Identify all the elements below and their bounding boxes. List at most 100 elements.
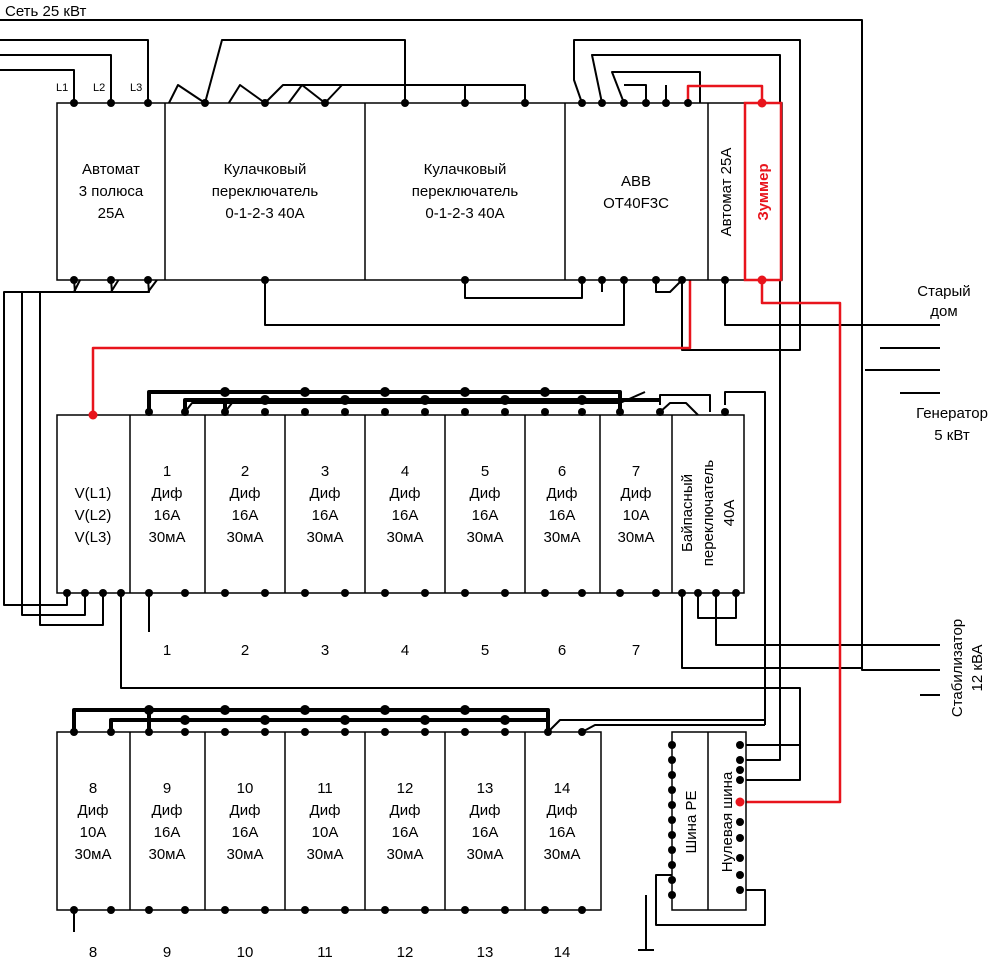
rcbo-6-amp: 16A [549,507,576,524]
terminal [421,408,429,416]
rcbo-10-type: Диф [230,802,261,819]
terminal [70,906,78,914]
out-14: 14 [554,944,571,961]
terminal-red [757,275,767,285]
terminal [381,906,389,914]
bus-joint [500,715,510,725]
rcbo-11-ma: 30мА [306,846,343,863]
terminal [181,589,189,597]
rcbo-13-ma: 30мА [466,846,503,863]
terminal [421,906,429,914]
terminal [181,906,189,914]
terminal [70,728,78,736]
bus-joint [460,705,470,715]
terminal [598,99,606,107]
buzzer-box [743,101,783,282]
terminal [201,99,209,107]
generator-label-1: Генератор [916,405,988,422]
terminal [541,589,549,597]
rcbo-13-amp: 16A [472,824,499,841]
wire-buzzer-neutral [740,280,842,804]
bus-joint [420,395,430,405]
wire-bypass-loop [697,593,737,619]
wire-stab-1 [715,593,940,646]
abb-label-2: OT40F3C [603,195,669,212]
terminal [117,589,125,597]
n-terminal [736,766,744,774]
terminal [341,906,349,914]
rcbo-13-num: 13 [477,780,494,797]
buzzer-wiring [91,84,842,804]
terminal [70,99,78,107]
bus-joint [380,387,390,397]
n-terminal-red [735,797,745,807]
wire-l1-in [0,69,75,103]
pe-terminal [668,771,676,779]
terminal [501,728,509,736]
terminal [461,906,469,914]
terminal [341,728,349,736]
rcbo-2-amp: 16A [232,507,259,524]
rcbo-11-amp: 10A [312,824,339,841]
terminal [107,728,115,736]
terminal [721,276,729,284]
wire-buzzer-volt [91,280,692,415]
n-terminal [736,886,744,894]
terminal [578,99,586,107]
wire-abb-top-a [573,39,801,351]
n-terminal [736,776,744,784]
row1-panel: V(L1) V(L2) V(L3) 1 Диф 16A 30мА 2 Диф 1… [56,414,745,659]
rcbo-11-num: 11 [317,780,333,797]
terminal [461,99,469,107]
rcbo-3-num: 3 [321,463,329,480]
terminal [616,589,624,597]
cam2-label-2: переключатель [412,183,519,200]
row2-panel: 8 Диф 10A 30мА 9 Диф 16A 30мА 10 Диф 16A… [56,731,602,961]
terminal [107,99,115,107]
pe-terminal [668,861,676,869]
pe-terminal [668,846,676,854]
terminal [261,408,269,416]
terminal [181,408,189,416]
terminal [221,408,229,416]
terminal [81,589,89,597]
terminal [145,906,153,914]
terminal [721,408,729,416]
rcbo-8-ma: 30мА [74,846,111,863]
terminal [521,99,529,107]
rcbo-7-type: Диф [621,485,652,502]
breaker3p-label-1: Автомат [82,161,140,178]
grid-label: Сеть 25 кВт [5,3,86,20]
terminal [642,99,650,107]
terminal [712,589,720,597]
terminal [656,408,664,416]
terminal-red [757,98,767,108]
cam1-label-1: Кулачковый [224,161,307,178]
rcbo-6-num: 6 [558,463,566,480]
terminal [652,589,660,597]
n-terminal [736,871,744,879]
rcbo-7-ma: 30мА [617,529,654,546]
rcbo-10-amp: 16A [232,824,259,841]
bus-bars: Шина PE Нулевая шина [671,731,747,911]
rcbo-14-type: Диф [547,802,578,819]
terminal [544,728,552,736]
bus-joint [500,395,510,405]
junctions [63,98,767,914]
terminal [578,276,586,284]
bus-joint [220,705,230,715]
wire-cam-top-c [324,84,526,104]
terminal [261,906,269,914]
rcbo-1-ma: 30мА [148,529,185,546]
rcbo-13-type: Диф [470,802,501,819]
rcbo-1-type: Диф [152,485,183,502]
bus-joint [340,715,350,725]
rcbo-5-num: 5 [481,463,489,480]
pe-terminal [668,786,676,794]
rcbo-1-num: 1 [163,463,171,480]
pe-terminal [668,891,676,899]
rcbo-8-amp: 10A [80,824,107,841]
terminal [501,589,509,597]
bus-joint [540,387,550,397]
